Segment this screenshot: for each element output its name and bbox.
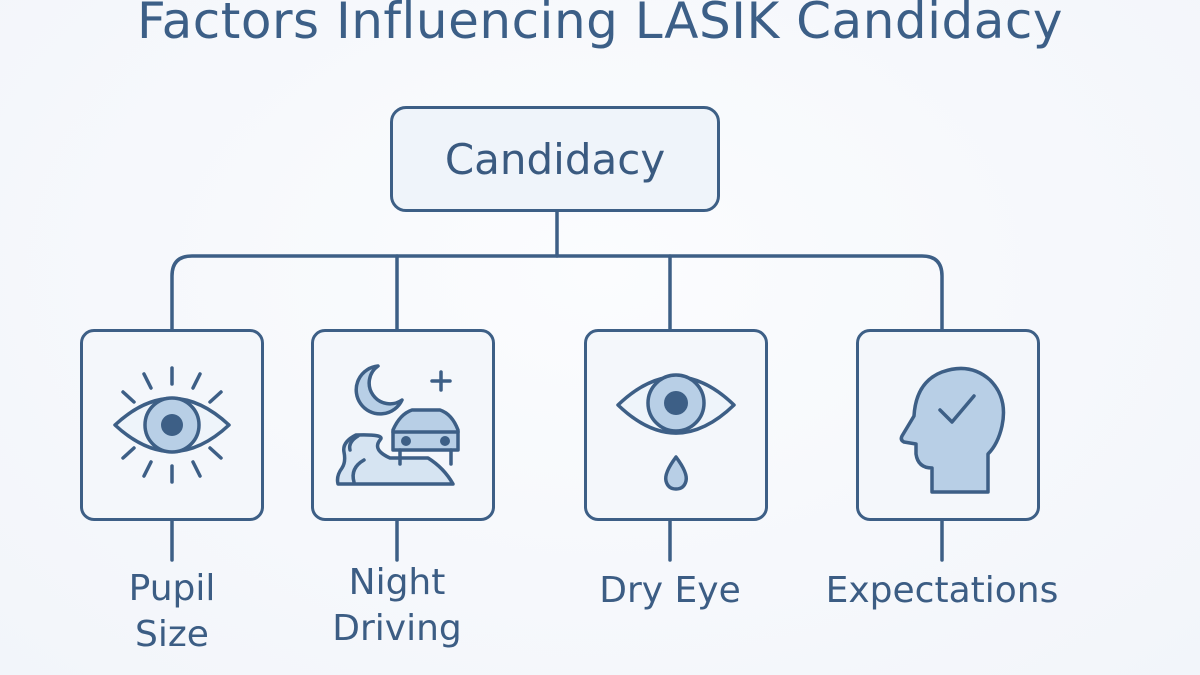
expectations-label-line-1: Expectations (825, 570, 1059, 611)
night-driving-label-line-2: Driving (332, 608, 462, 649)
branch-bar (170, 254, 944, 331)
night-driving-card (311, 329, 495, 521)
candidacy-node: Candidacy (390, 106, 720, 212)
diagram-title: Factors Influencing LASIK Candidacy (137, 0, 1063, 50)
head-check-icon (899, 366, 1006, 494)
expectations-label: Expectations (810, 568, 1074, 614)
candidacy-label: Candidacy (444, 134, 666, 184)
moon-car-icon (335, 364, 460, 486)
eye-rays-icon (113, 366, 231, 484)
pupil-size-label-line-2: Size (135, 614, 209, 655)
dry-eye-label-line-1: Dry Eye (599, 570, 741, 611)
night-driving-label-line-1: Night (348, 562, 446, 603)
pupil-size-card (80, 329, 264, 521)
night-driving-label: Night Driving (297, 560, 497, 652)
dry-eye-card (584, 329, 768, 521)
pupil-size-label: Pupil Size (82, 566, 262, 658)
expectations-card (856, 329, 1040, 521)
dry-eye-label: Dry Eye (570, 568, 770, 614)
eye-tear-icon (616, 373, 736, 491)
pupil-size-label-line-1: Pupil (128, 568, 216, 609)
